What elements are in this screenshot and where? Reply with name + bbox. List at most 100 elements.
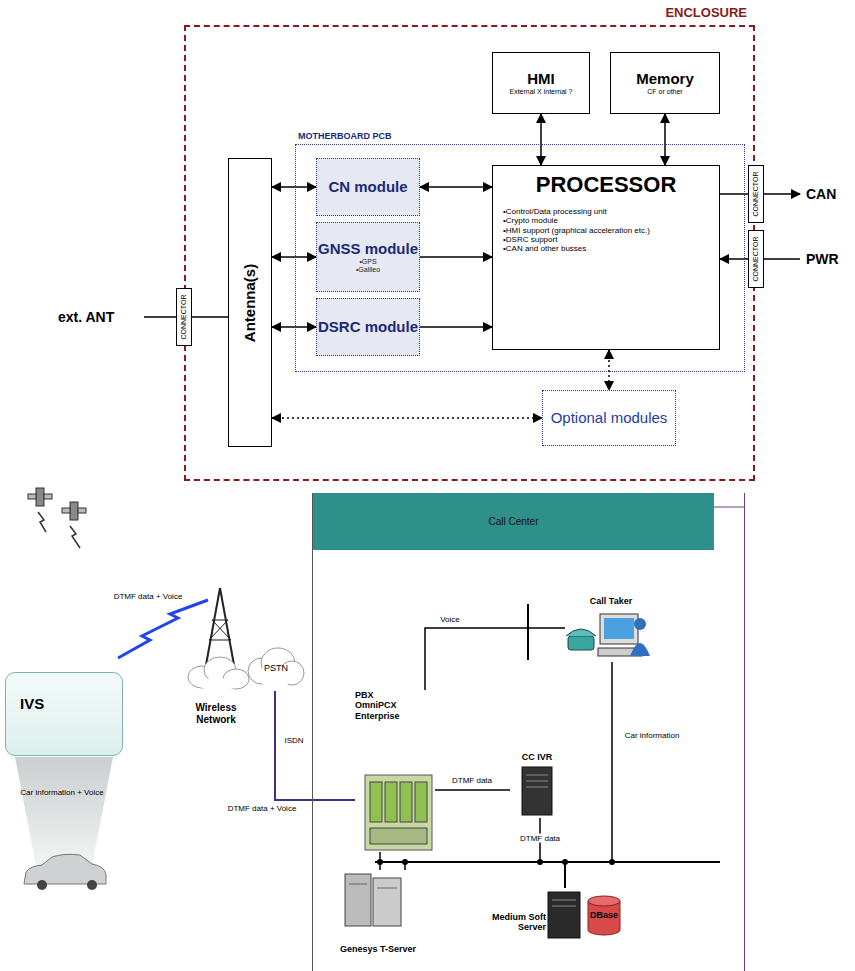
radio-bolt: [118, 600, 208, 658]
node-text: CONNECTOR: [752, 172, 760, 217]
pbx-icon: [365, 775, 432, 850]
connector-box: CONNECTOR: [176, 288, 192, 346]
satellite-icon: [28, 494, 36, 499]
connector: [379, 852, 381, 870]
node-text: •HMI support (graphical acceleration etc…: [503, 226, 709, 235]
radio-tower: [206, 588, 234, 665]
call-taker-node: Call Taker: [565, 596, 657, 662]
node-text: •GPS: [359, 258, 376, 266]
node-text: •Control/Data processing unit: [503, 207, 709, 216]
server-node: Medium Soft Server: [488, 888, 585, 940]
connector: [540, 114, 542, 165]
node-text: DBase: [590, 910, 618, 920]
connector-label: Voice: [438, 615, 462, 624]
optional-box: Optional modules: [542, 390, 676, 446]
node-text: •CAN and other busses: [503, 244, 709, 253]
ivr-node: CC IVR: [510, 752, 564, 818]
pcb-frame: CN moduleGNSS module•GPS•GalileoDSRC mod…: [295, 144, 745, 372]
connector-label: DTMF data: [518, 834, 562, 843]
connector: [272, 256, 316, 258]
link-label: DTMF data + Voice: [228, 804, 297, 813]
car-illustration: [24, 854, 106, 890]
connector: [272, 417, 542, 419]
computer-icon: [598, 614, 650, 656]
car-illustration: [24, 854, 106, 884]
node-text: External X internal ?: [509, 88, 572, 96]
server-icon: [548, 892, 580, 938]
signal-cone: [15, 757, 113, 866]
node-text: CONNECTOR: [752, 237, 760, 282]
node-text: HMI: [527, 70, 555, 87]
radio-tower: [212, 620, 231, 640]
node-text: CF or other: [647, 88, 682, 96]
connector: [720, 193, 748, 195]
satellite-icon: [78, 508, 86, 513]
node-text: Genesys T-Server: [340, 944, 416, 954]
module-box: CN module: [316, 158, 420, 216]
computer-icon: [630, 643, 650, 656]
port-label: CAN: [806, 186, 836, 202]
node-text: Call Taker: [590, 596, 632, 606]
wire: [764, 193, 800, 195]
connector: [608, 350, 610, 390]
node-text: Call Center: [313, 493, 714, 550]
server-icon: [526, 775, 548, 776]
node-text: Antenna(s): [241, 263, 258, 341]
node-text: Medium Soft Server: [488, 912, 546, 933]
satellite-icon: [36, 488, 44, 506]
satellite-icon: [44, 494, 52, 499]
hmi-box: HMIExternal X internal ?: [492, 52, 590, 114]
frame-line: [713, 507, 745, 508]
wire: [764, 258, 800, 260]
server-icon: [552, 900, 576, 901]
database-cylinder: [588, 896, 620, 906]
wire: [144, 316, 176, 318]
server-icon: [526, 781, 548, 782]
satellite-icon: [38, 512, 46, 532]
connector: [272, 326, 316, 328]
server-icon: [522, 767, 552, 815]
satellite-icon: [28, 488, 86, 548]
port-label: ext. ANT: [58, 309, 114, 325]
server-icon: [526, 787, 548, 788]
server-icon: [345, 874, 371, 926]
link-label: DTMF data + Voice: [114, 592, 183, 601]
connector: [435, 789, 510, 791]
radio-tower: [212, 620, 228, 621]
node-text: Optional modules: [551, 409, 668, 426]
radio-tower: [209, 640, 231, 641]
connector: [565, 662, 612, 888]
computer-icon: [634, 618, 646, 630]
server-icon: [548, 892, 580, 938]
signal-cone: [15, 757, 113, 866]
node-text: •Crypto module: [503, 216, 709, 225]
node-text: CN module: [328, 178, 407, 195]
network-cloud: [197, 678, 241, 690]
computer-icon: [604, 618, 634, 639]
antenna-box: Antenna(s): [228, 158, 272, 447]
connector: [540, 818, 565, 888]
pbx-icon: [365, 775, 432, 850]
connector-label: DTMF data: [450, 776, 494, 785]
computer-icon: [600, 614, 638, 644]
memory-box: MemoryCF or other: [610, 52, 720, 114]
connector-box: CONNECTOR: [748, 165, 764, 223]
phone-icon: [568, 636, 594, 650]
link-label: Car information + Voice: [20, 788, 103, 797]
pbx-icon: [370, 782, 382, 822]
pbx-icon: [385, 782, 397, 822]
connector: [275, 691, 355, 800]
phone-icon: [566, 629, 596, 650]
connector-label: Car information: [623, 731, 682, 740]
network-cloud: [188, 657, 249, 690]
connector: [420, 326, 492, 328]
node-text: •DSRC support: [503, 235, 709, 244]
database-node: DBase: [587, 896, 621, 934]
connector: [720, 258, 748, 260]
node-text: CONNECTOR: [180, 295, 188, 340]
node-text: Wireless Network: [181, 702, 251, 725]
pstn-cloud: [248, 648, 304, 686]
pbx-icon: [415, 782, 427, 822]
